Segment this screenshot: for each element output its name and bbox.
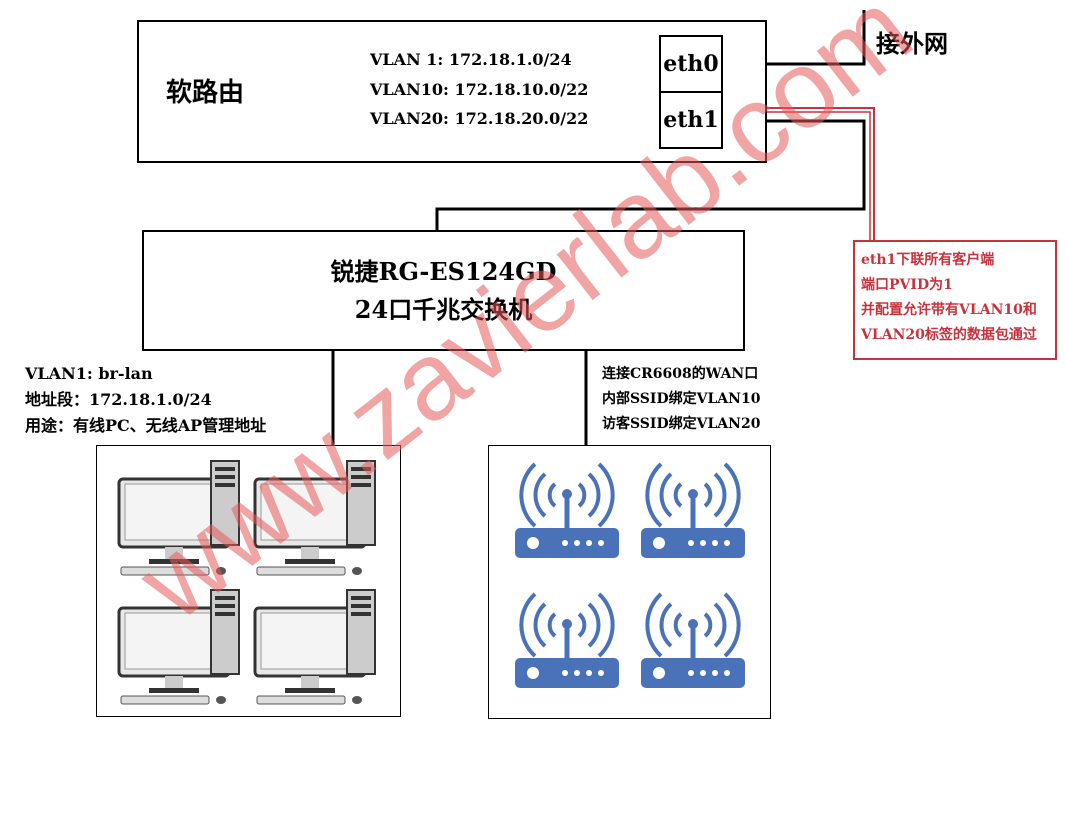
wireless-ap-icon <box>641 464 745 558</box>
switch-desc: 24口千兆交换机 <box>354 294 533 324</box>
note-pointer-line <box>723 107 875 240</box>
note-line: 端口PVID为1 <box>861 277 953 293</box>
ap-group-icon <box>489 446 772 720</box>
router-vlan-1: VLAN 1: 172.18.1.0/24 <box>370 50 572 69</box>
router-title: 软路由 <box>166 78 245 108</box>
ap-panel <box>488 445 771 719</box>
note-line: VLAN20标签的数据包通过 <box>861 327 1037 343</box>
wireless-ap-icon <box>515 464 619 558</box>
pc-group-icon <box>117 459 377 706</box>
eth1-note-box: eth1下联所有客户端 端口PVID为1 并配置允许带有VLAN10和 VLAN… <box>853 240 1057 360</box>
desktop-pc-icon <box>253 588 377 706</box>
wan-link <box>723 10 866 66</box>
note-line: 并配置允许带有VLAN10和 <box>861 302 1037 318</box>
eth0-port: eth0 <box>659 35 723 93</box>
right-info-line: 内部SSID绑定VLAN10 <box>602 391 761 407</box>
note-line: eth1下联所有客户端 <box>861 252 995 268</box>
switch-model: 锐捷RG-ES124GD <box>330 256 557 286</box>
right-info: 连接CR6608的WAN口 内部SSID绑定VLAN10 访客SSID绑定VLA… <box>602 362 760 437</box>
eth1-port: eth1 <box>659 91 723 149</box>
left-info: VLAN1: br-lan 地址段：172.18.1.0/24 用途：有线PC、… <box>25 361 266 439</box>
desktop-pc-icon <box>253 459 377 577</box>
left-info-line: VLAN1: br-lan <box>25 364 153 383</box>
pc-panel <box>96 445 401 717</box>
switch-box: 锐捷RG-ES124GD 24口千兆交换机 <box>142 230 745 351</box>
wireless-ap-icon <box>641 594 745 688</box>
right-info-line: 连接CR6608的WAN口 <box>602 366 759 382</box>
wan-label: 接外网 <box>876 29 948 58</box>
eth1-switch-link <box>435 119 866 230</box>
router-vlan-10: VLAN10: 172.18.10.0/22 <box>370 80 589 99</box>
left-info-line: 地址段：172.18.1.0/24 <box>25 390 212 409</box>
wireless-ap-icon <box>515 594 619 688</box>
desktop-pc-icon <box>117 459 241 577</box>
right-info-line: 访客SSID绑定VLAN20 <box>602 416 761 432</box>
desktop-pc-icon <box>117 588 241 706</box>
router-vlan-20: VLAN20: 172.18.20.0/22 <box>370 109 589 128</box>
left-info-line: 用途：有线PC、无线AP管理地址 <box>25 416 267 435</box>
